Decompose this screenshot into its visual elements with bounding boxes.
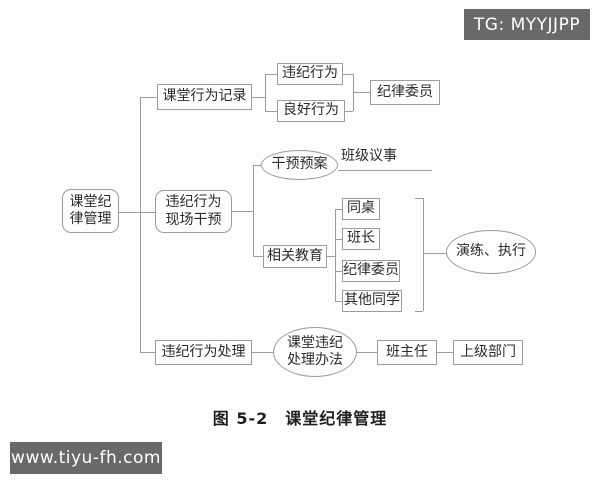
node-deskmate: 同桌: [342, 198, 380, 220]
connector-line: [252, 97, 265, 98]
connector-line: [345, 111, 353, 112]
connector-line: [265, 74, 266, 111]
node-good-behavior: 良好行为: [277, 100, 345, 122]
watermark-bottom-left: www.tiyu-fh.com: [10, 442, 162, 474]
connector-line: [253, 256, 263, 257]
connector-line: [437, 352, 453, 353]
connector-line: [140, 97, 157, 98]
node-onsite-intervention: 违纪行为 现场干预: [155, 190, 232, 233]
connector-line: [335, 209, 336, 301]
node-other-students: 其他同学: [342, 290, 402, 312]
watermark-top-right: TG: MYYJJPP: [464, 9, 590, 40]
bracket-line: [423, 198, 424, 311]
figure-caption: 图 5-2 课堂纪律管理: [212, 409, 388, 428]
connector-line: [335, 239, 342, 240]
connector-line: [343, 74, 353, 75]
node-drill-and-execute: 演练、执行: [446, 230, 536, 274]
node-classroom-behavior-record: 课堂行为记录: [157, 84, 252, 110]
connector-line: [253, 165, 254, 256]
node-violation-behavior: 违纪行为: [277, 63, 343, 85]
connector-line: [265, 74, 277, 75]
bracket-line: [415, 311, 423, 312]
connector-line: [357, 352, 377, 353]
bracket-line: [415, 198, 423, 199]
node-related-education: 相关教育: [263, 245, 327, 268]
connector-line: [231, 211, 253, 212]
connector-line: [119, 212, 155, 213]
node-head-teacher: 班主任: [377, 340, 437, 365]
connector-line: [338, 170, 432, 171]
connector-line: [353, 92, 370, 93]
node-violation-handling: 违纪行为处理: [155, 340, 252, 365]
node-discipline-committee-member: 纪律委员: [370, 80, 440, 105]
connector-line: [335, 271, 342, 272]
connector-line: [253, 165, 261, 166]
node-intervention-plan: 干预预案: [261, 150, 338, 180]
node-discipline-committee-member-2: 纪律委员: [342, 260, 400, 282]
connector-line: [140, 352, 155, 353]
node-superior-department: 上级部门: [453, 340, 523, 365]
node-handling-method: 课堂违纪 处理办法: [273, 327, 357, 377]
connector-line: [265, 111, 277, 112]
node-class-monitor: 班长: [342, 228, 380, 250]
connector-line: [140, 97, 141, 352]
connector-line: [335, 301, 342, 302]
connector-line: [423, 253, 447, 254]
connector-line: [327, 256, 335, 257]
connector-line: [335, 209, 342, 210]
label-class-council: 班级议事: [341, 148, 397, 164]
connector-line: [252, 352, 273, 353]
node-root-classroom-discipline-management: 课堂纪 律管理: [62, 189, 119, 233]
